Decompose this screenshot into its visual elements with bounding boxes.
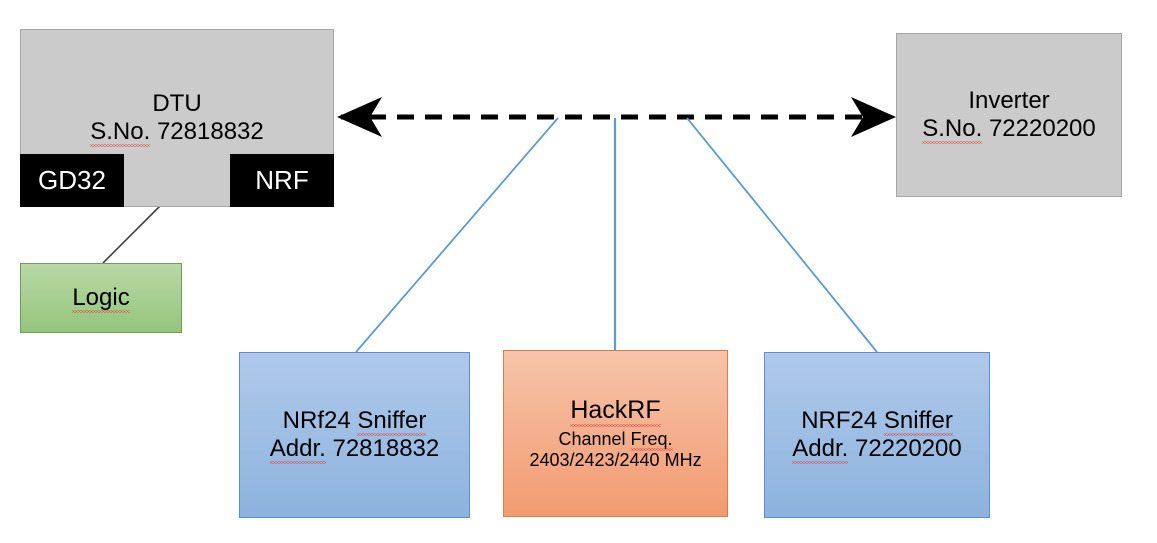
- node-logic[interactable]: Logic: [20, 263, 182, 333]
- sniffer-right-title: NRF24 Sniffer: [801, 406, 953, 437]
- inverter-serial: S.No. 72220200: [922, 115, 1096, 145]
- sniffer-left-addr-label: Addr.: [269, 435, 326, 465]
- dtu-serial-label: S.No.: [90, 118, 151, 148]
- node-hackrf[interactable]: HackRF Channel Freq. 2403/2423/2440 MHz: [503, 350, 728, 517]
- inverter-title: Inverter: [968, 86, 1050, 114]
- nrf-label: NRF: [255, 165, 309, 196]
- inverter-serial-label: S.No.: [922, 115, 983, 145]
- dtu-serial: S.No. 72818832: [90, 118, 264, 148]
- inverter-serial-value: 72220200: [988, 115, 1096, 142]
- sniffer-right-addr-value: 72220200: [854, 435, 962, 462]
- sniffer-right-title-a: NRF24: [801, 406, 884, 434]
- dtu-serial-value-spacer: [150, 118, 157, 145]
- gd32-label: GD32: [38, 165, 106, 196]
- hackrf-channel-label-b: Freq.: [630, 428, 673, 451]
- sniffer-right-addr-label: Addr.: [792, 435, 849, 465]
- sniffer-right-title-b: Sniffer: [883, 406, 953, 437]
- sniffer-left-addr-value: 72818832: [332, 435, 440, 462]
- node-nrf[interactable]: NRF: [230, 154, 334, 207]
- node-sniffer-right[interactable]: NRF24 Sniffer Addr. 72220200: [764, 352, 990, 518]
- node-sniffer-left[interactable]: NRf24 Sniffer Addr. 72818832: [239, 352, 470, 518]
- inverter-serial-spacer: [982, 115, 989, 142]
- logic-label: Logic: [72, 283, 131, 314]
- sniffer-left-title-b: Sniffer: [357, 406, 427, 437]
- hackrf-channel-label: Channel Freq.: [558, 428, 673, 451]
- sniffer-right-addr-spacer: [848, 435, 855, 462]
- sniffer-right-addr: Addr. 72220200: [792, 435, 962, 465]
- hackrf-title: HackRF: [570, 396, 661, 427]
- sniffer-left-addr: Addr. 72818832: [269, 435, 440, 465]
- hackrf-channel-label-a: Channel: [558, 428, 631, 449]
- dtu-serial-value: 72818832: [156, 118, 264, 145]
- sniffer-left-title: NRf24 Sniffer: [282, 406, 427, 437]
- hackrf-frequencies: 2403/2423/2440 MHz: [529, 449, 702, 470]
- node-inverter[interactable]: Inverter S.No. 72220200: [896, 33, 1122, 197]
- tap-line-sniffer-left: [355, 117, 559, 353]
- node-gd32[interactable]: GD32: [20, 154, 124, 207]
- sniffer-left-title-a: NRf24: [282, 406, 358, 434]
- tap-line-sniffer-right: [686, 117, 878, 353]
- dtu-title: DTU: [152, 89, 202, 117]
